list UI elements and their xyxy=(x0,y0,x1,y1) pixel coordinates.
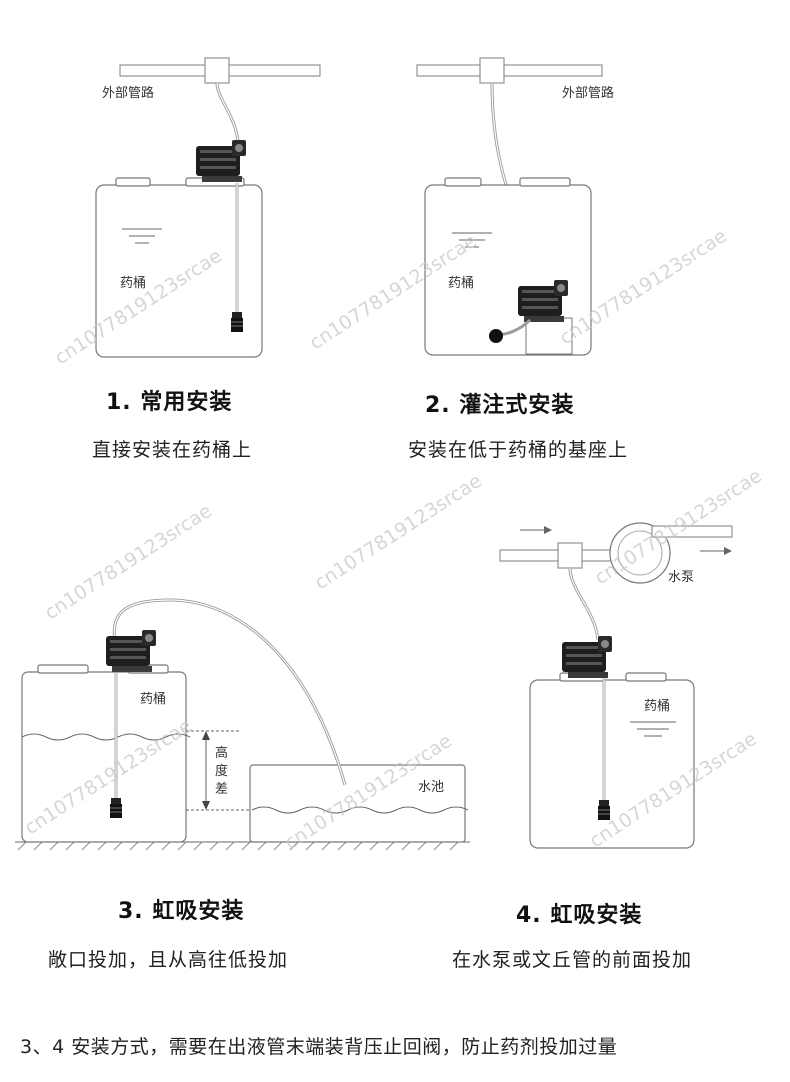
panel-4-diagram: 水泵 药桶 xyxy=(499,522,733,849)
tank-water-surface xyxy=(21,733,191,741)
water-pump-label: 水泵 xyxy=(668,570,694,585)
pipe-tee xyxy=(204,57,230,84)
tank-outlet-icon xyxy=(489,329,503,343)
chemical-tank xyxy=(95,184,263,358)
footer-note: 3、4 安装方式，需要在出液管末端装背压止回阀，防止药剂投加过量 xyxy=(20,1036,617,1058)
water-level-icon xyxy=(122,228,162,244)
tank-label: 药桶 xyxy=(644,699,670,714)
panel-3-title: 3. 虹吸安装 xyxy=(118,898,244,924)
pool-label: 水池 xyxy=(418,780,444,795)
panel-3-diagram: 药桶 水池 高 度 差 xyxy=(15,598,470,851)
external-pipe-label: 外部管路 xyxy=(562,85,614,101)
pump-base xyxy=(525,317,573,355)
tank-label: 药桶 xyxy=(120,276,146,291)
panel-1-diagram: 外部管路 药桶 xyxy=(95,57,321,358)
water-pump-icon xyxy=(609,522,733,584)
watermark: cn1077819123srcae xyxy=(311,470,486,594)
flow-arrow-icon xyxy=(520,526,732,555)
panel-1-desc: 直接安装在药桶上 xyxy=(92,439,252,461)
water-level-icon xyxy=(630,721,676,737)
outlet-hose xyxy=(215,82,240,151)
chemical-tank xyxy=(21,671,187,843)
foot-valve-icon xyxy=(109,797,123,819)
metering-pump-icon xyxy=(562,636,612,678)
pool-water-surface xyxy=(251,806,469,814)
panel-3-desc: 敞口投加，且从高往低投加 xyxy=(48,949,288,971)
pipe-tee xyxy=(479,57,505,84)
panel-4-title: 4. 虹吸安装 xyxy=(516,902,642,928)
tank-cap xyxy=(115,177,151,187)
water-pool xyxy=(249,764,466,843)
panel-2-title: 2. 灌注式安装 xyxy=(425,392,574,418)
panel-1-title: 1. 常用安装 xyxy=(106,389,232,415)
panel-4-desc: 在水泵或文丘管的前面投加 xyxy=(452,949,692,971)
panel-2-desc: 安装在低于药桶的基座上 xyxy=(408,439,628,461)
tank-label: 药桶 xyxy=(140,692,166,707)
metering-pump-icon xyxy=(196,140,246,182)
pipe-tee xyxy=(557,542,583,569)
external-pipe-label: 外部管路 xyxy=(102,85,154,101)
foot-valve-icon xyxy=(597,799,611,821)
height-diff-label-3: 差 xyxy=(215,782,228,797)
height-diff-label-2: 度 xyxy=(215,763,228,779)
foot-valve-icon xyxy=(230,311,244,333)
height-diff-label-1: 高 xyxy=(215,745,228,761)
external-pipe xyxy=(416,64,603,77)
tank-label: 药桶 xyxy=(448,276,474,291)
panel-2-diagram: 外部管路 药桶 xyxy=(416,57,614,356)
water-level-icon xyxy=(452,232,492,248)
